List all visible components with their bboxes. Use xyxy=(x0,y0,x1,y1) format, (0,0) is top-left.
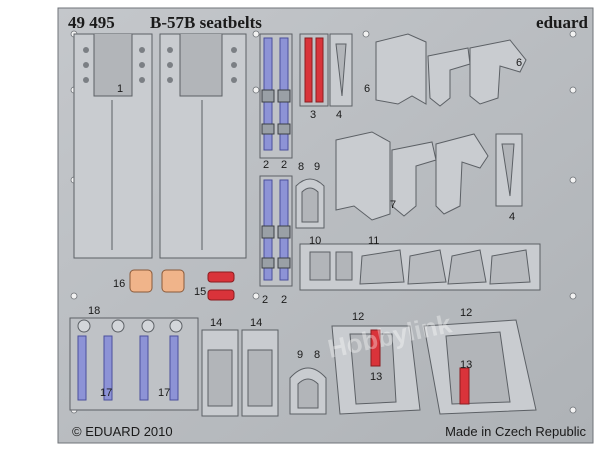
part-6-harness xyxy=(375,33,527,107)
part-4-buckle-top xyxy=(329,33,353,107)
label-part-6b: 6 xyxy=(516,57,522,69)
part-8-9-upper xyxy=(295,178,325,229)
part-2-belts-lower xyxy=(259,175,293,287)
label-part-2b: 2 xyxy=(281,159,287,171)
label-part-2c: 2 xyxy=(262,294,268,306)
label-part-17b: 17 xyxy=(158,387,170,399)
part-14-panels xyxy=(201,329,279,417)
label-part-4b: 4 xyxy=(509,211,515,223)
sheet-code: 49 495 xyxy=(68,13,115,32)
label-part-13b: 13 xyxy=(460,359,472,371)
label-part-17a: 17 xyxy=(100,387,112,399)
label-part-2d: 2 xyxy=(281,294,287,306)
part-7-harness xyxy=(335,131,489,221)
part-1-rivets xyxy=(83,47,237,83)
label-part-16: 16 xyxy=(113,278,125,290)
brand-logo: eduard xyxy=(536,13,589,32)
label-part-8a: 8 xyxy=(298,161,304,173)
part-8-9-lower xyxy=(289,367,327,415)
part-17-18-assembly xyxy=(69,317,199,411)
label-part-14a: 14 xyxy=(210,317,222,329)
sheet-title: B-57B seatbelts xyxy=(150,13,262,32)
label-part-4a: 4 xyxy=(336,109,342,121)
origin-text: Made in Czech Republic xyxy=(445,424,586,439)
part-12-13-left xyxy=(331,325,421,415)
label-part-15: 15 xyxy=(194,286,206,298)
label-part-6a: 6 xyxy=(364,83,370,95)
label-part-13a: 13 xyxy=(370,371,382,383)
label-part-7: 7 xyxy=(390,199,396,211)
part-12-13-right xyxy=(423,319,537,415)
label-part-1: 1 xyxy=(117,83,123,95)
part-4-buckle-right xyxy=(495,133,523,207)
label-part-12a: 12 xyxy=(352,311,364,323)
part-10-11-row xyxy=(299,243,541,291)
part-1-seat-frames xyxy=(73,33,247,259)
label-part-12b: 12 xyxy=(460,307,472,319)
label-part-3: 3 xyxy=(310,109,316,121)
label-part-18: 18 xyxy=(88,305,100,317)
label-part-2a: 2 xyxy=(263,159,269,171)
part-3-red-belts xyxy=(299,33,329,107)
part-16-pads xyxy=(129,269,185,293)
copyright-text: © EDUARD 2010 xyxy=(72,424,173,439)
label-part-9b: 9 xyxy=(297,349,303,361)
part-2-belts-upper xyxy=(259,33,293,159)
label-part-14b: 14 xyxy=(250,317,262,329)
label-part-8b: 8 xyxy=(314,349,320,361)
part-15-red-pieces xyxy=(207,271,235,301)
label-part-9a: 9 xyxy=(314,161,320,173)
label-part-11: 11 xyxy=(368,235,379,247)
label-part-10: 10 xyxy=(309,235,321,247)
